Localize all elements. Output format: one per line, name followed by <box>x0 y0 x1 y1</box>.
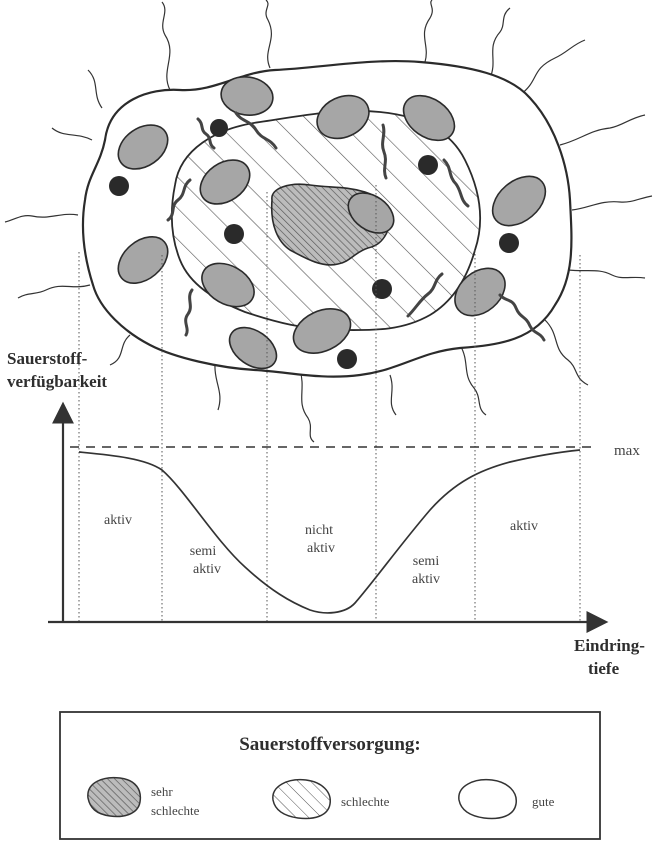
zone-labels: aktiv semi aktiv nicht aktiv semi aktiv … <box>104 513 538 587</box>
legend: Sauerstoffversorgung: sehr schlechte sch… <box>60 712 600 839</box>
legend-frame <box>60 712 600 839</box>
max-label: max <box>614 443 640 459</box>
legend-symbol-good <box>459 780 516 819</box>
legend-label-very-poor-line2: schlechte <box>151 803 200 818</box>
x-axis-label-line2: tiefe <box>588 659 620 678</box>
legend-label-poor: schlechte <box>341 794 390 809</box>
legend-symbol-poor <box>273 780 330 819</box>
zone-label-2-line2: aktiv <box>193 562 221 577</box>
y-axis-label-line2: verfügbarkeit <box>7 372 107 391</box>
legend-symbol-very-poor <box>88 778 141 817</box>
legend-label-very-poor-line1: sehr <box>151 784 173 799</box>
zone-label-5-line1: aktiv <box>510 519 538 534</box>
zone-label-4-line2: aktiv <box>412 572 440 587</box>
y-axis-label-line1: Sauerstoff- <box>7 349 88 368</box>
zone-label-3-line2: aktiv <box>307 541 335 556</box>
legend-label-good: gute <box>532 794 555 809</box>
legend-title: Sauerstoffversorgung: <box>239 734 421 755</box>
zone-label-1-line1: aktiv <box>104 513 132 528</box>
x-axis-label-line1: Eindring- <box>574 636 645 655</box>
zone-label-3-line1: nicht <box>305 523 333 538</box>
zone-label-4-line1: semi <box>413 554 440 569</box>
zone-label-2-line1: semi <box>190 544 217 559</box>
